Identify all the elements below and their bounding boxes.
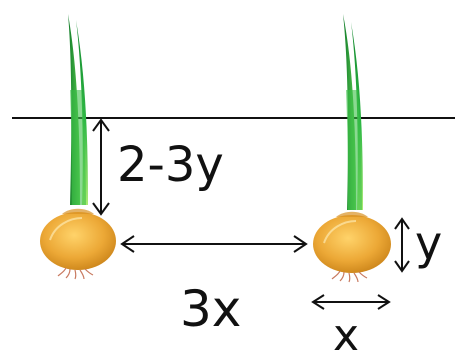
bulb-height-label: y [415,216,443,270]
onion-right-bulb [313,215,391,273]
spacing-label: 3x [180,280,242,338]
spacing-arrow [120,235,308,253]
onion-left-bulb [40,212,116,270]
onion-left [40,14,116,280]
onion-left-roots [57,267,94,280]
bulb-width-label: x [333,310,360,361]
planting-depth-label: 2-3y [117,137,224,193]
depth-arrow [92,118,110,216]
bulb-height-arrow [394,217,410,273]
onion-right-roots [331,270,368,283]
onion-right [313,14,391,283]
bulb-width-arrow [311,294,391,310]
